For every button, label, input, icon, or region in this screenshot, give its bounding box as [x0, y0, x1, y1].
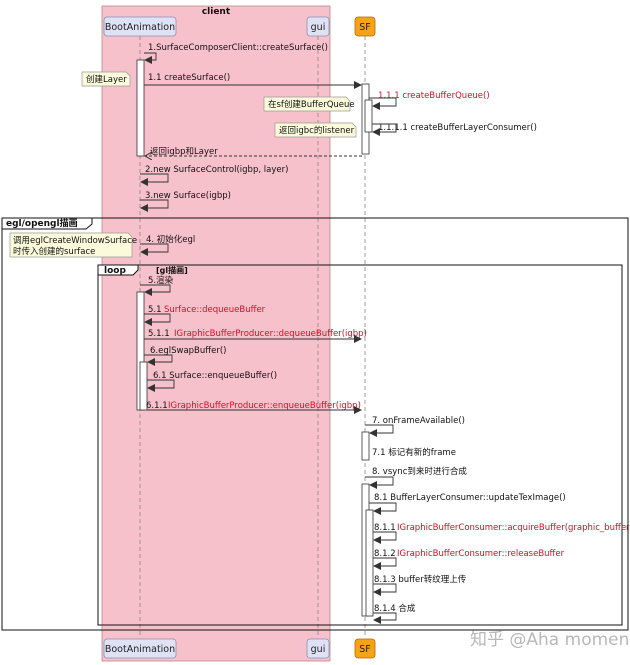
msg-5-1-1-label: 5.1.1: [148, 329, 170, 339]
msg-8-arrow: [365, 476, 394, 489]
msg-5-1-label: 5.1: [148, 305, 162, 315]
msg-1-1-1-1-arrow: [372, 123, 397, 136]
msg-8-1-1-label: 8.1.1: [374, 523, 396, 533]
note-igbc-listener: 返回igbc的listener: [274, 122, 357, 138]
activation-sf-2: [364, 99, 373, 133]
msg-1-label: 1.SurfaceComposerClient::createSurface(): [148, 43, 328, 53]
msg-5-1-1-label-red: IGraphicBufferProducer::dequeueBuffer(ig…: [174, 329, 367, 339]
svg-text:调用eglCreateWindowSurface: 调用eglCreateWindowSurface: [13, 236, 137, 246]
msg-3-label: 3.new Surface(igbp): [145, 191, 231, 201]
egl-frame: [1, 217, 629, 631]
loop-frame-tab: [97, 264, 139, 276]
msg-5-1-arrow: [144, 313, 171, 326]
svg-text:BootAnimation: BootAnimation: [105, 22, 175, 33]
msg-8-label: 8. vsync到来时进行合成: [372, 466, 467, 477]
msg-4-arrow: [140, 243, 169, 256]
participant-gui-top[interactable]: gui: [306, 16, 330, 37]
msg-1-1-1-arrow: [369, 97, 397, 110]
msg-return-label: 返回igbp和Layer: [150, 146, 218, 157]
msg-1-1-label: 1.1 createSurface(): [148, 73, 230, 83]
msg-8-1-2-arrow: [373, 557, 397, 570]
msg-8-1-2-label-red: IGraphicBufferConsumer::releaseBuffer: [397, 549, 565, 559]
msg-6-arrow: [144, 354, 173, 366]
svg-text:在sf创建BufferQueue: 在sf创建BufferQueue: [268, 99, 355, 110]
msg-1-1-1-1-label: 1.1.1.1 createBufferLayerConsumer(): [378, 123, 537, 133]
msg-8-1-arrow: [369, 502, 397, 515]
activation-boot-1: [136, 59, 145, 157]
msg-8-1-2-label: 8.1.2: [374, 549, 396, 559]
participant-gui-bottom[interactable]: gui: [306, 638, 330, 659]
note-create-layer: 创建Layer: [81, 71, 131, 87]
participant-sf-bottom[interactable]: SF: [354, 638, 376, 659]
msg-7-1-label: 7.1 标记有新的frame: [372, 447, 456, 458]
participant-sf-top[interactable]: SF: [354, 16, 376, 37]
msg-1-1-1-label: 1.1.1 createBufferQueue(): [378, 91, 490, 101]
msg-2-label: 2.new SurfaceControl(igbp, layer): [145, 165, 288, 175]
svg-text:返回igbc的listener: 返回igbc的listener: [279, 125, 355, 136]
msg-8-1-1-label-red: IGraphicBufferConsumer::acquireBuffer(gr…: [397, 523, 630, 533]
msg-8-1-label: 8.1 BufferLayerConsumer::updateTexImage(…: [374, 493, 566, 503]
msg-5-label: 5.渲染: [148, 275, 174, 286]
msg-1-arrow: [144, 52, 157, 64]
activation-sf-3: [361, 431, 370, 461]
loop-guard: [gl描画]: [156, 265, 188, 275]
msg-6-1-label: 6.1 Surface::enqueueBuffer(): [153, 371, 277, 381]
participant-boot-bottom[interactable]: BootAnimation: [103, 638, 177, 659]
msg-8-1-3-label: 8.1.3 buffer转纹理上传: [374, 574, 467, 585]
note-bufferqueue: 在sf创建BufferQueue: [263, 96, 355, 112]
msg-5-1-label-red: Surface::dequeueBuffer: [164, 305, 266, 315]
msg-7-label: 7. onFrameAvailable(): [372, 416, 465, 426]
client-group-label: client: [202, 7, 231, 17]
msg-8-1-4-arrow: [373, 612, 397, 624]
msg-4-label: 4. 初始化egl: [146, 234, 195, 245]
svg-text:gui: gui: [311, 644, 326, 655]
participant-boot-top[interactable]: BootAnimation: [103, 16, 177, 37]
svg-text:gui: gui: [311, 22, 326, 33]
msg-8-1-4-label: 8.1.4 合成: [374, 603, 416, 614]
msg-6-label: 6.eglSwapBuffer(): [150, 346, 226, 356]
svg-text:时传入创建的surface: 时传入创建的surface: [13, 246, 95, 257]
msg-6-1-1-label: 6.1.1: [146, 401, 168, 411]
msg-3-arrow: [140, 199, 169, 212]
loop-frame: [97, 264, 623, 626]
activation-sf-5: [365, 509, 374, 617]
watermark: 知乎 @Aha moment: [470, 630, 630, 650]
egl-frame-tab: [1, 217, 93, 230]
msg-5-arrow: [140, 284, 171, 296]
msg-6-1-1-label-red: IGraphicBufferProducer::enqueueBuffer(ig…: [168, 401, 361, 411]
svg-text:创建Layer: 创建Layer: [86, 74, 127, 85]
msg-2-arrow: [140, 173, 169, 186]
note-egl-create: 调用eglCreateWindowSurface 时传入创建的surface: [9, 232, 137, 258]
egl-frame-label: egl/opengl描画: [6, 217, 78, 229]
msg-8-1-3-arrow: [373, 583, 397, 596]
loop-frame-label: loop: [104, 266, 126, 276]
svg-text:SF: SF: [359, 22, 371, 33]
msg-6-1-arrow: [147, 379, 175, 392]
msg-7-arrow: [365, 424, 394, 437]
msg-8-1-1-arrow: [373, 531, 397, 544]
svg-text:SF: SF: [359, 644, 371, 655]
svg-text:BootAnimation: BootAnimation: [105, 644, 175, 655]
